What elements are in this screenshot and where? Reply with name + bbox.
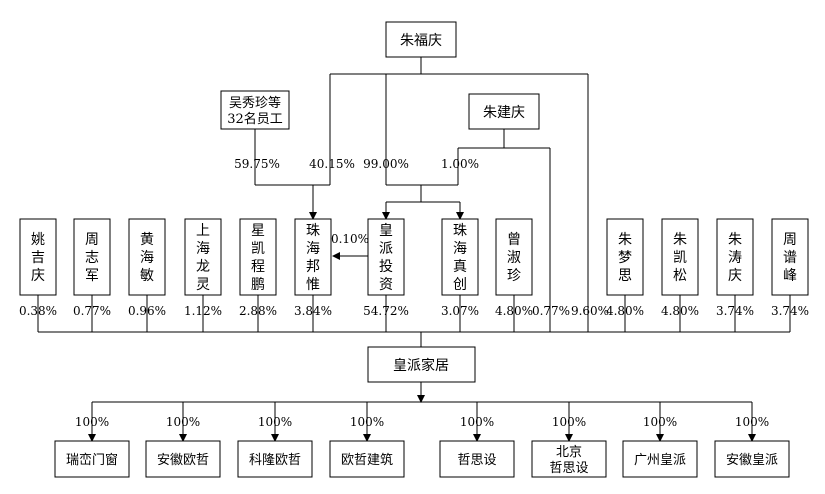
shareholder-name: 朱涛庆 bbox=[728, 232, 742, 284]
subsidiary-box bbox=[237, 440, 313, 478]
shareholder-pct: 3.84% bbox=[294, 304, 332, 318]
subsidiary-box bbox=[439, 440, 515, 478]
owner-label-zhu-fuqing: 朱福庆 bbox=[400, 33, 442, 49]
shareholder-pct: 0.38% bbox=[19, 304, 57, 318]
shareholder-pct: 1.12% bbox=[184, 304, 222, 318]
shareholder-pct: 0.96% bbox=[128, 304, 166, 318]
subsidiary-name: 安徽皇派 bbox=[726, 453, 778, 468]
subsidiary-pct: 100% bbox=[552, 415, 586, 429]
subsidiary-pct: 100% bbox=[460, 415, 494, 429]
shareholder-box bbox=[661, 218, 699, 296]
subsidiary-box bbox=[54, 440, 130, 478]
subsidiary-box bbox=[531, 440, 607, 478]
shareholder-name: 朱梦思 bbox=[618, 232, 632, 284]
company-box bbox=[367, 346, 476, 383]
owner-box-employees bbox=[220, 90, 290, 130]
shareholder-name: 上海龙灵 bbox=[196, 223, 210, 293]
shareholder-box bbox=[441, 218, 479, 296]
subsidiary-pct: 100% bbox=[735, 415, 769, 429]
subsidiary-name: 瑞峦门窗 bbox=[66, 452, 118, 468]
shareholder-box bbox=[606, 218, 644, 296]
pct-fuqing-direct: 9.60% bbox=[571, 304, 609, 318]
pct-fuqing-to-bangwei: 40.15% bbox=[309, 157, 355, 171]
shareholder-pct: 0.77% bbox=[73, 304, 111, 318]
shareholder-name: 姚吉庆 bbox=[31, 232, 45, 284]
subsidiary-name: 哲思设 bbox=[549, 461, 588, 476]
shareholder-name: 黄海敏 bbox=[140, 231, 154, 284]
company-label: 皇派家居 bbox=[393, 357, 449, 374]
shareholder-name: 周志军 bbox=[85, 232, 99, 284]
shareholder-name: 珠海真创 bbox=[453, 223, 467, 293]
subsidiary-name: 科隆欧哲 bbox=[249, 453, 301, 468]
shareholder-pct: 3.74% bbox=[716, 304, 754, 318]
shareholder-pct: 4.80% bbox=[606, 304, 644, 318]
subsidiary-name: 哲思设 bbox=[457, 453, 496, 468]
subsidiary-box bbox=[329, 440, 405, 478]
shareholder-box bbox=[294, 218, 332, 296]
pct-emp-to-bangwei: 59.75% bbox=[234, 157, 280, 171]
shareholder-box bbox=[239, 218, 277, 296]
shareholder-name: 珠海邦惟 bbox=[306, 223, 320, 293]
subsidiary-row: 100% 瑞峦门窗 100% 安徽欧哲 100% 科隆欧哲 100% 欧哲建筑 100% 哲思设 1… bbox=[54, 402, 790, 478]
shareholder-box bbox=[184, 218, 222, 296]
shareholder-pct: 4.80% bbox=[661, 304, 699, 318]
shareholder-pct: 3.07% bbox=[441, 304, 479, 318]
owner-label-zhu-jianqing: 朱建庆 bbox=[483, 105, 525, 121]
shareholder-pct: 54.72% bbox=[363, 304, 409, 318]
shareholder-box bbox=[367, 218, 405, 296]
shareholder-pct: 2.88% bbox=[239, 304, 277, 318]
shareholder-box bbox=[716, 218, 754, 296]
shareholder-name: 曾淑珍 bbox=[507, 232, 521, 284]
pct-touzi-to-bangwei: 0.10% bbox=[331, 232, 369, 246]
subsidiary-pct: 100% bbox=[75, 415, 109, 429]
subsidiary-box bbox=[714, 440, 790, 478]
owner-box-zhu-fuqing bbox=[385, 21, 457, 58]
shareholder-box bbox=[19, 218, 57, 296]
subsidiary-name: 广州皇派 bbox=[634, 453, 686, 468]
owner-box-zhu-jianqing bbox=[468, 93, 540, 130]
subsidiary-name: 北京 bbox=[556, 445, 582, 460]
shareholder-name: 星凯程鹏 bbox=[251, 223, 265, 293]
subsidiary-pct: 100% bbox=[643, 415, 677, 429]
shareholder-name: 朱凯松 bbox=[673, 232, 687, 284]
pct-jianqing-to-touzi: 1.00% bbox=[441, 157, 479, 171]
subsidiary-box bbox=[622, 440, 698, 478]
subsidiary-pct: 100% bbox=[350, 415, 384, 429]
subsidiary-pct: 100% bbox=[258, 415, 292, 429]
shareholder-pct: 4.80% bbox=[495, 304, 533, 318]
shareholder-pct: 3.74% bbox=[771, 304, 809, 318]
subsidiary-name: 安徽欧哲 bbox=[157, 453, 209, 468]
shareholder-name: 周谱峰 bbox=[783, 232, 797, 284]
pct-fuqing-to-touzi: 99.00% bbox=[363, 157, 409, 171]
subsidiary-pct: 100% bbox=[166, 415, 200, 429]
shareholder-row: 姚吉庆 0.38% 周志军 0.77% 黄海敏 0.96% 上海龙灵 1.12% 星凯程鹏 2.8… bbox=[19, 218, 809, 332]
owner-label-employees-line2: 32名员工 bbox=[227, 111, 283, 127]
subsidiary-name: 欧哲建筑 bbox=[341, 452, 393, 468]
shareholder-box bbox=[73, 218, 111, 296]
owner-label-employees-line1: 吴秀珍等 bbox=[229, 95, 281, 111]
shareholder-name: 皇派投资 bbox=[379, 223, 393, 293]
pct-jianqing-direct: 0.77% bbox=[532, 304, 570, 318]
subsidiary-box bbox=[145, 440, 221, 478]
shareholder-box bbox=[495, 218, 533, 296]
